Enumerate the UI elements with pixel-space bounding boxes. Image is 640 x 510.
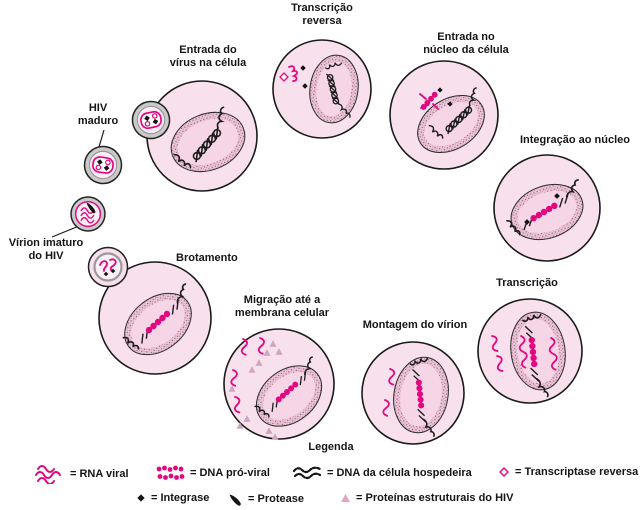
label-montagem: Montagem do vírion <box>362 319 468 331</box>
cell-transcricao <box>477 298 583 404</box>
pointer-line-hiv-maduro <box>98 129 105 148</box>
transcriptase-reversa-icon <box>499 467 509 477</box>
legend-label-protease: = Protease <box>248 493 304 505</box>
rna-viral-icon <box>35 465 61 484</box>
proviral-dna-complex <box>419 87 453 110</box>
label-virion-imaturo: Vírion imaturo do HIV <box>8 237 84 262</box>
proteinas-estruturais-icon <box>341 494 350 502</box>
label-brotamento: Brotamento <box>176 252 238 264</box>
dna-pro-viral-icon <box>156 465 185 480</box>
budding-virion <box>89 248 128 287</box>
legend-item-protease: = Protease <box>226 492 304 507</box>
label-transcricao: Transcrição <box>496 277 558 289</box>
legend-label-rna-viral: = RNA viral <box>70 467 129 480</box>
legend-item-transcriptase: = Transcriptase reversa <box>497 465 638 479</box>
cell-integracao <box>493 154 601 262</box>
label-hiv-maduro: HIV maduro <box>77 102 119 127</box>
legend-label-proteinas: = Proteínas estruturais do HIV <box>356 491 514 504</box>
cell-entrada-virus <box>146 80 258 192</box>
cell-transcricao-reversa <box>272 39 372 139</box>
virion-hiv-maduro <box>82 144 124 186</box>
legend-title: Legenda <box>308 441 354 453</box>
legend-item-rna-viral: = RNA viral <box>34 464 129 484</box>
cell-montagem <box>361 341 465 445</box>
label-migracao: Migração até a membrana celular <box>234 294 330 319</box>
cell-migracao <box>223 328 335 440</box>
label-entrada-virus: Entrada do vírus na célula <box>169 44 247 69</box>
protease-icon <box>229 494 241 506</box>
legend-item-dna-hospedeira: = DNA da célula hospedeira <box>291 464 472 482</box>
virion-imaturo <box>71 197 105 231</box>
label-entrada-nucleo: Entrada no núcleo da célula <box>423 31 509 56</box>
legend-item-dna-pro-viral: = DNA pró-viral <box>154 464 270 482</box>
legend-item-proteinas: = Proteínas estruturais do HIV <box>339 492 513 504</box>
pointer-line-virion-imaturo <box>51 225 80 238</box>
legend-label-transcriptase: = Transcriptase reversa <box>515 465 639 478</box>
legend-label-dna-hospedeira: = DNA da célula hospedeira <box>327 466 472 479</box>
cell-entrada-nucleo <box>389 60 499 170</box>
legend-label-dna-pro-viral: = DNA pró-viral <box>190 466 270 479</box>
legend-label-integrase: = Integrase <box>151 491 210 504</box>
integrase-icon <box>137 494 145 502</box>
legend-item-integrase: = Integrase <box>135 492 209 504</box>
cell-brotamento <box>98 261 212 375</box>
label-integracao: Integração ao núcleo <box>519 134 631 146</box>
dna-celula-hospedeira-icon <box>292 466 322 480</box>
reverse-transcription-complex <box>279 65 308 89</box>
label-transcricao-reversa: Transcrição reversa <box>291 2 353 27</box>
